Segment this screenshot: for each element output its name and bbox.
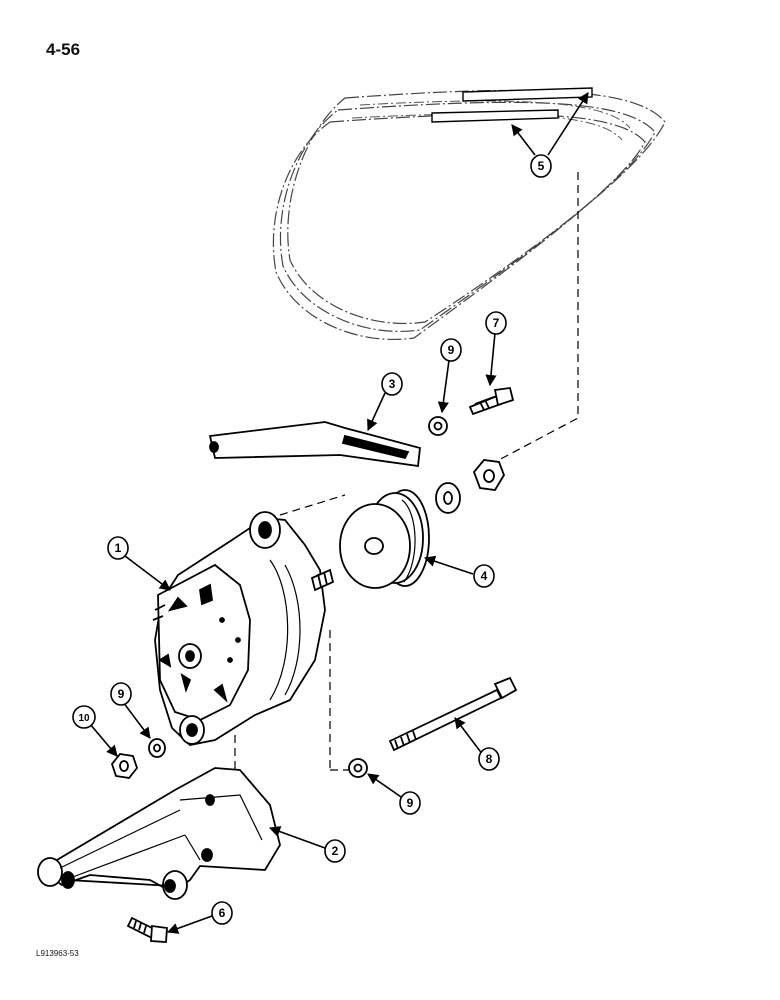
- adjusting-strap: [208, 421, 421, 468]
- callout-9-left-label: 9: [118, 687, 125, 701]
- washer-lower-right: [348, 758, 368, 778]
- washer-upper: [428, 416, 448, 436]
- callout-8: 8: [478, 747, 500, 771]
- mounting-bracket: [37, 767, 281, 900]
- page-number: 4-56: [46, 40, 81, 59]
- callout-4: 4: [473, 564, 495, 588]
- long-bolt: [388, 676, 518, 752]
- pulley: [339, 489, 430, 589]
- callout-7-label: 7: [493, 316, 500, 330]
- callout-6: 6: [211, 901, 233, 925]
- callout-10-label: 10: [78, 713, 90, 724]
- callout-10: 10: [72, 705, 96, 729]
- drive-belts: [272, 89, 666, 340]
- capscrew-lower: [126, 916, 168, 943]
- callout-3-label: 3: [389, 377, 396, 391]
- callout-4-label: 4: [481, 569, 488, 583]
- callout-9-left: 9: [110, 682, 132, 706]
- figure-reference: L913963-53: [36, 949, 79, 958]
- callout-3: 3: [381, 372, 403, 396]
- callout-2: 2: [324, 839, 346, 863]
- callout-5-label: 5: [538, 159, 545, 173]
- callout-7: 7: [485, 311, 507, 335]
- callout-1: 1: [107, 536, 129, 560]
- nut-upper: [472, 459, 505, 491]
- leader-lines: [89, 92, 589, 934]
- washer-left: [148, 738, 166, 758]
- callout-9-upper: 9: [440, 338, 462, 362]
- capscrew-upper: [468, 387, 515, 416]
- callout-5: 5: [530, 154, 552, 178]
- callout-2-label: 2: [332, 844, 339, 858]
- callout-9-upper-label: 9: [448, 343, 455, 357]
- washer-pulley: [435, 482, 461, 514]
- callout-9-lower-label: 9: [407, 796, 414, 810]
- belt-routing-line: [479, 172, 579, 471]
- callout-6-label: 6: [219, 906, 226, 920]
- alternator: [152, 511, 335, 746]
- callout-8-label: 8: [486, 752, 493, 766]
- nut-10: [110, 753, 139, 779]
- callout-9-lower: 9: [399, 791, 421, 815]
- belt-strips: [431, 87, 593, 123]
- callout-1-label: 1: [115, 541, 122, 555]
